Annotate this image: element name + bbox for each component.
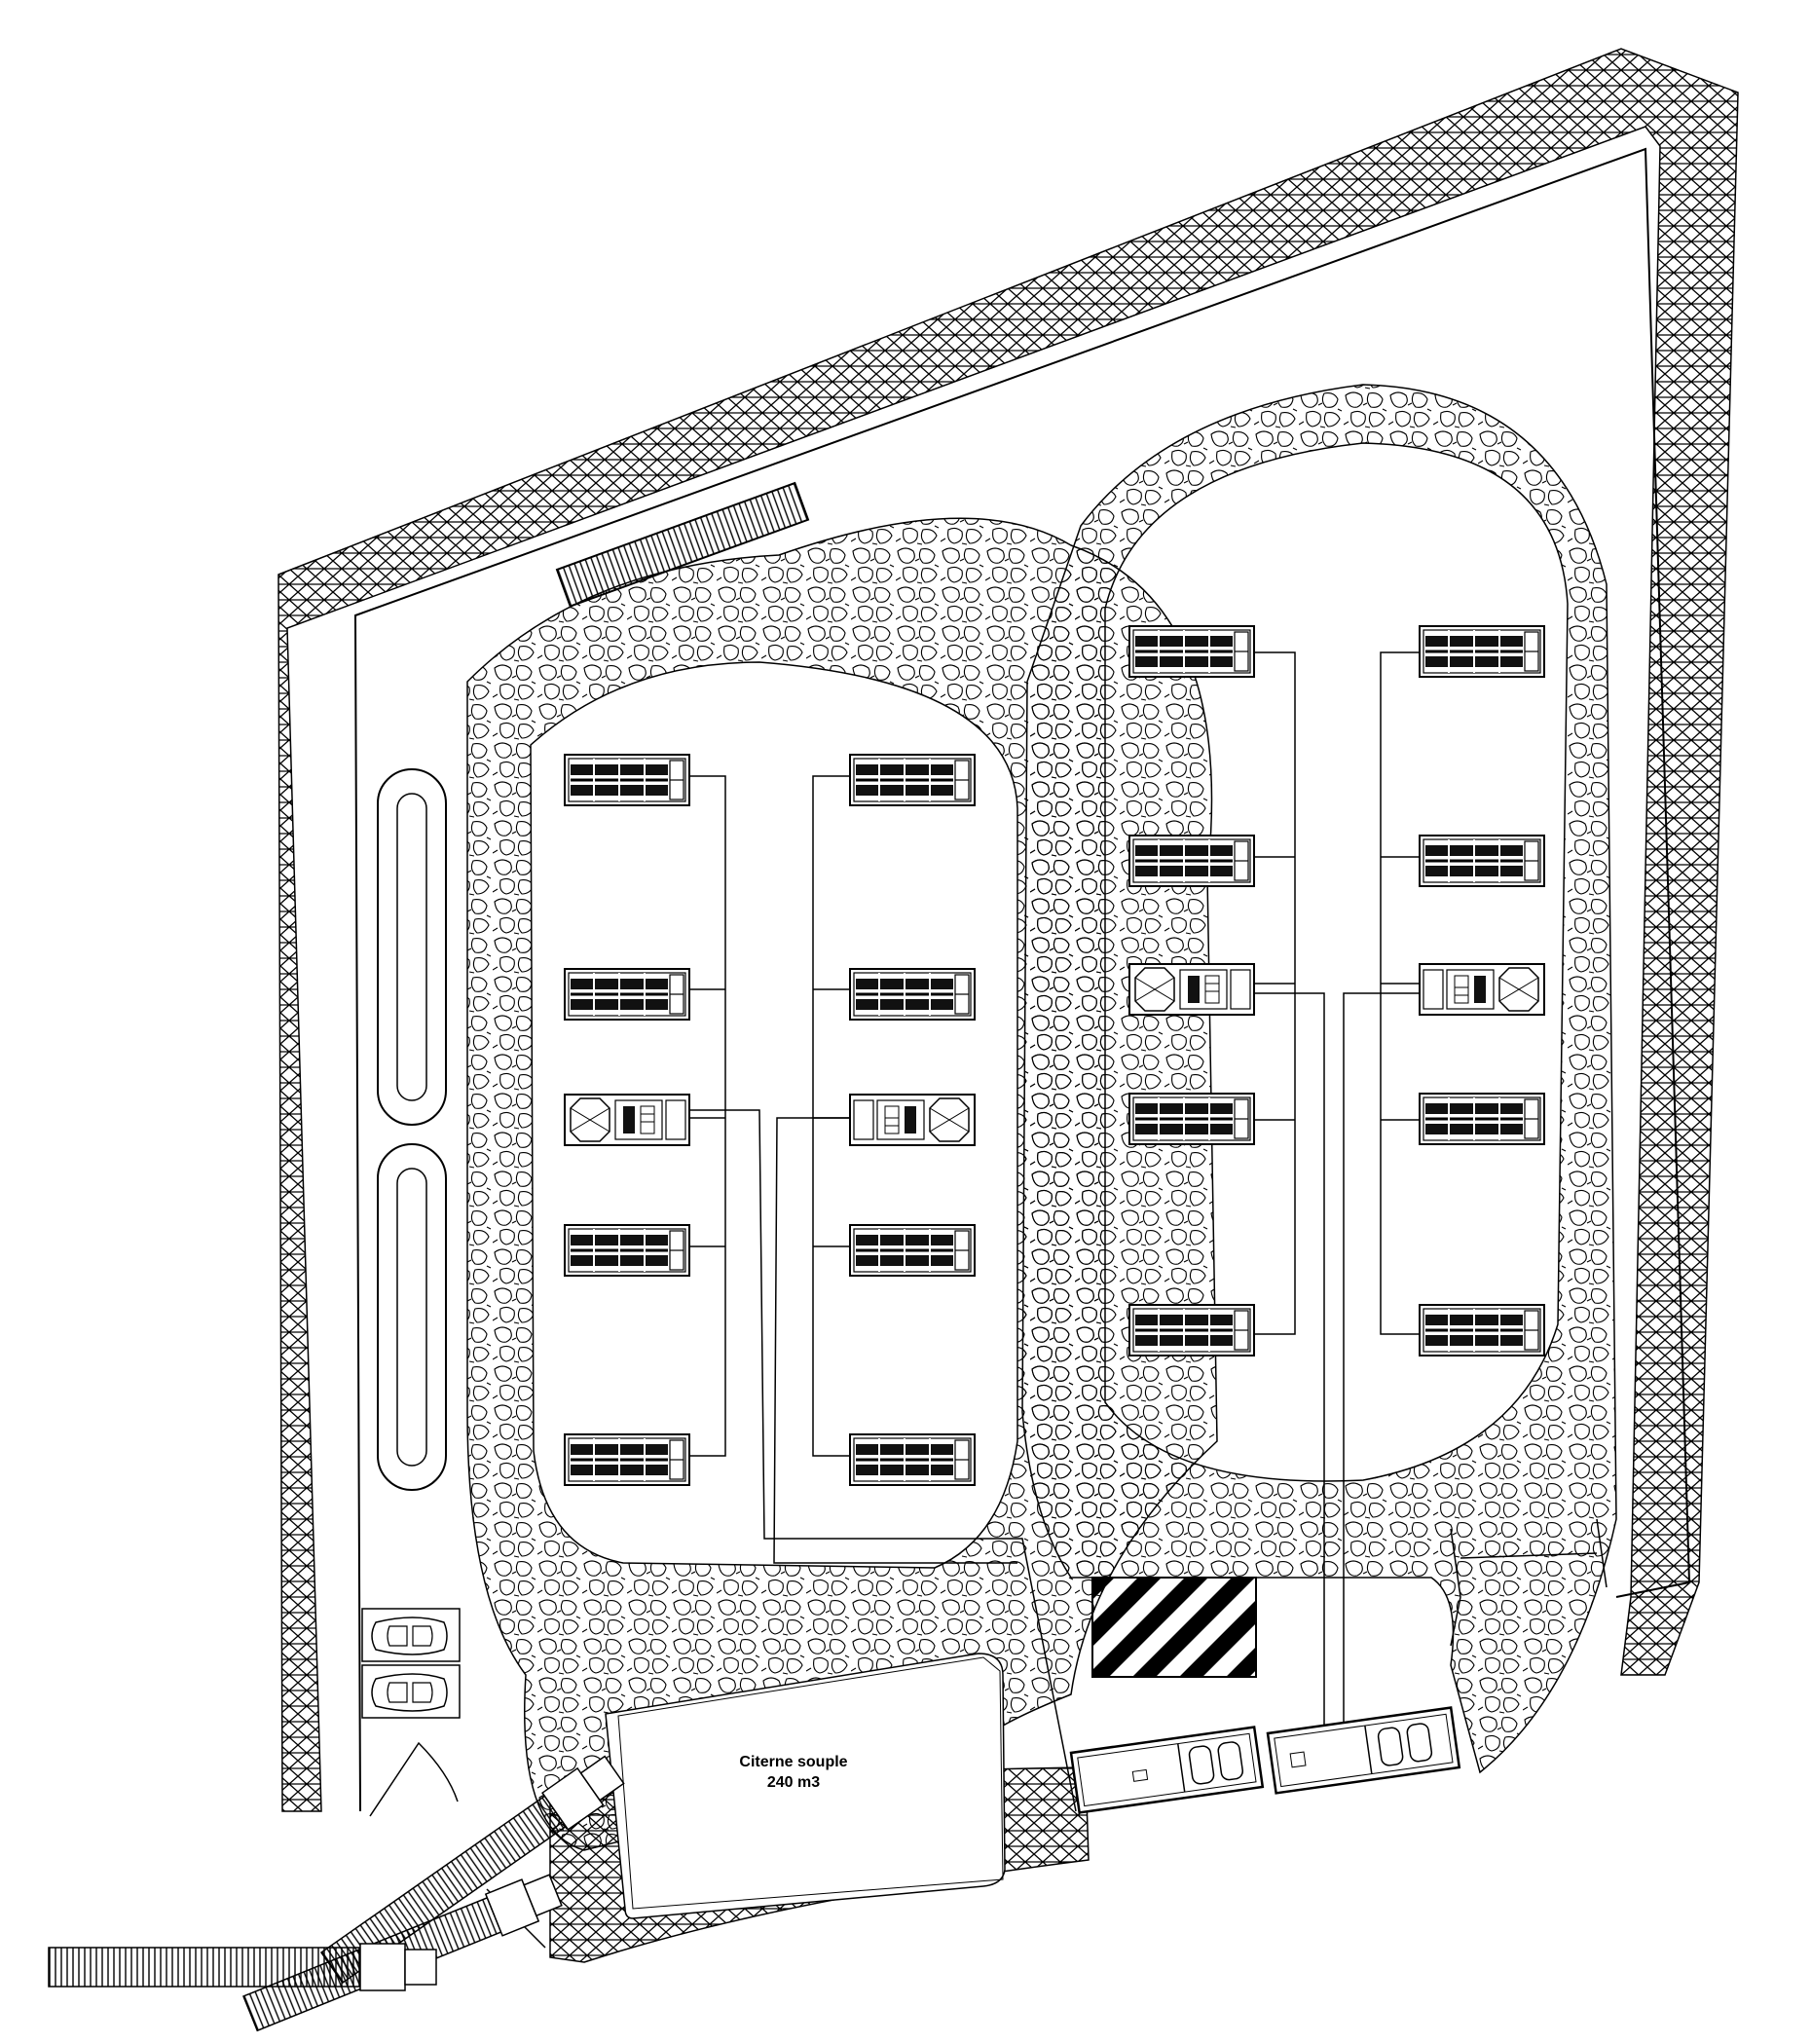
right-gate	[1450, 1518, 1608, 1647]
block-a-right-units	[848, 753, 977, 1487]
delivery-trucks	[48, 1755, 625, 2032]
container-unit	[848, 1223, 977, 1278]
transformer-unit	[1419, 963, 1545, 1016]
container-unit	[1418, 834, 1546, 888]
block-b-right-units	[1418, 624, 1546, 1357]
container-unit	[1418, 1303, 1546, 1357]
cooling-radiator	[555, 481, 810, 608]
container-unit	[1127, 624, 1256, 679]
gravel-zone-right	[1021, 384, 1617, 1774]
container-unit	[563, 1432, 691, 1487]
block-a-left-units	[563, 753, 691, 1487]
container-unit	[563, 967, 691, 1022]
parked-car	[371, 1673, 448, 1712]
control-building-right	[1266, 1706, 1461, 1795]
container-unit	[1418, 624, 1546, 679]
container-unit	[1418, 1092, 1546, 1146]
transformer-unit	[1128, 963, 1255, 1016]
transformer-unit	[564, 1094, 690, 1146]
transformer-unit	[849, 1094, 976, 1146]
drainage-tray-upper	[377, 768, 447, 1126]
container-unit	[563, 753, 691, 807]
container-unit	[848, 967, 977, 1022]
tank-label-line1: Citerne souple	[739, 1754, 847, 1770]
control-building-left	[1069, 1726, 1265, 1814]
perimeter-road	[353, 147, 1691, 1812]
parking-area	[361, 1608, 461, 1719]
flexible-water-tank: Citerne souple 240 m3	[605, 1653, 1006, 1919]
parked-car	[371, 1617, 448, 1655]
container-unit	[563, 1223, 691, 1278]
container-unit	[1127, 1303, 1256, 1357]
container-unit	[1127, 1092, 1256, 1146]
drainage-tray-lower	[377, 1143, 447, 1491]
cable-network	[689, 651, 1420, 1812]
truck	[319, 1755, 625, 1985]
container-unit	[848, 753, 977, 807]
hazard-zone	[1091, 1577, 1257, 1678]
truck	[48, 1943, 437, 1991]
container-unit	[848, 1432, 977, 1487]
container-unit	[1127, 834, 1256, 888]
tank-label-line2: 240 m3	[767, 1774, 820, 1791]
